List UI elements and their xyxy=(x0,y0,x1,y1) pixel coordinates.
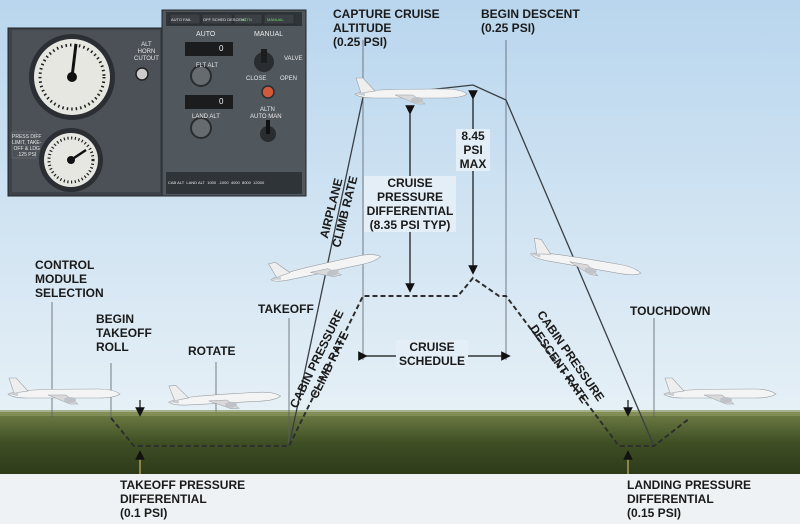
rotate-label: ROTATE xyxy=(188,344,236,358)
land-alt-display xyxy=(185,95,233,109)
alt-horn-cutout-button xyxy=(135,67,149,81)
annunciator-4: MANUAL xyxy=(267,17,284,22)
flt-alt-display xyxy=(185,42,233,56)
pressurization-control-panel xyxy=(7,9,307,197)
panel-close-label: CLOSE xyxy=(246,76,267,82)
panel-altn-label: ALTN xyxy=(260,107,275,113)
panel-valve-label: VALVE xyxy=(284,56,303,62)
panel-auto-label: AUTO xyxy=(196,31,216,38)
takeoff-label: TAKEOFF xyxy=(258,302,314,316)
panel-bottom-row: CAB ALT LAND ALT 1000 -1000 4000 8000 12… xyxy=(168,180,265,185)
land-alt-value: 0 xyxy=(219,97,224,106)
annunciator-1: AUTO FAIL xyxy=(171,17,192,22)
airplane-altitude-profile xyxy=(288,84,655,447)
bottom-strip xyxy=(0,474,800,524)
panel-open-label: OPEN xyxy=(280,76,298,82)
panel-land-alt-label: LAND ALT xyxy=(192,114,220,120)
flt-alt-value: 0 xyxy=(219,44,224,53)
touchdown-label: TOUCHDOWN xyxy=(630,304,711,318)
annunciator-3: ALTN xyxy=(242,17,252,22)
ground xyxy=(0,412,800,474)
cabin-pressure-profile xyxy=(110,276,691,447)
begin-descent-label: BEGIN DESCENT(0.25 PSI) xyxy=(481,7,580,35)
annunciator-2: OFF SCHED DESCENT xyxy=(203,17,247,22)
panel-auto-man-label: AUTO MAN xyxy=(250,114,282,120)
panel-flt-alt-label: FLT ALT xyxy=(196,63,219,69)
panel-manual-label: MANUAL xyxy=(254,31,284,38)
